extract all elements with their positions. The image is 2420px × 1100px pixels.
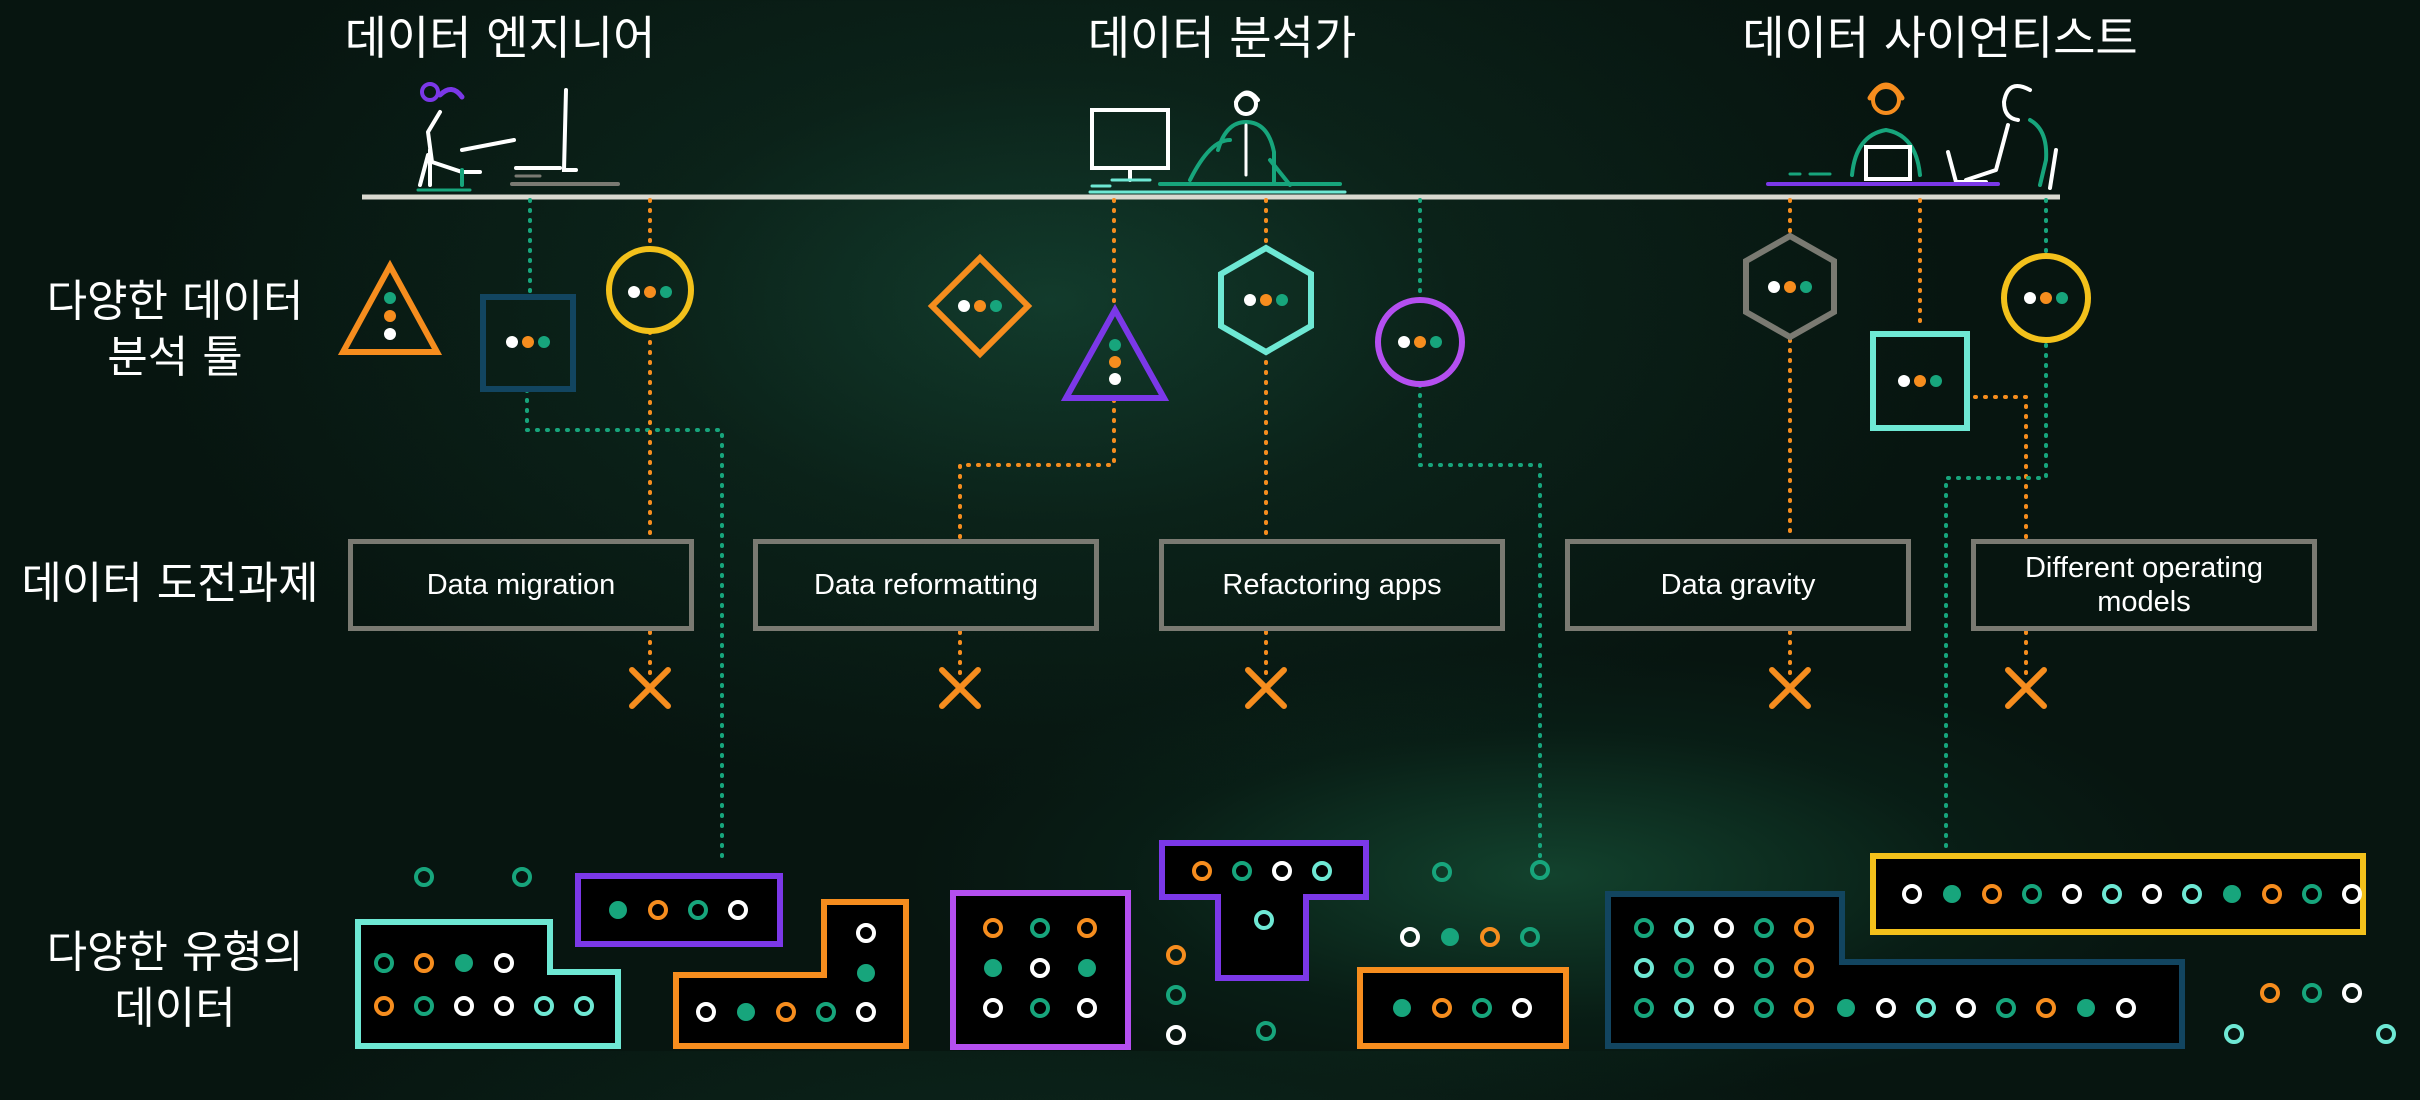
challenge-data-migration: Data migration (348, 539, 694, 631)
monitor-icon (1092, 110, 1168, 186)
x-mark-icon (1772, 670, 1808, 706)
circle-tool-icon (1378, 300, 1462, 384)
x-mark-icon (2008, 670, 2044, 706)
triangle-tool-icon (1066, 310, 1164, 398)
data-block-icon (1360, 970, 1566, 1046)
triangle-tool-icon (343, 266, 437, 352)
x-mark-icon (1248, 670, 1284, 706)
challenge-refactoring-apps: Refactoring apps (1159, 539, 1505, 631)
x-mark-icon (942, 670, 978, 706)
role-data-scientist: 데이터 사이언티스트 (1742, 2, 2138, 68)
hexagon-tool-icon (1221, 248, 1311, 352)
row-label-tools: 다양한 데이터 분석 툴 (30, 274, 320, 386)
laptop-icon (1768, 147, 1998, 184)
row-label-challenges: 데이터 도전과제 (10, 556, 330, 612)
square-tool-icon (1873, 334, 1967, 428)
diamond-tool-icon (932, 258, 1028, 354)
role-data-engineer: 데이터 엔지니어 (345, 2, 656, 68)
circle-tool-icon (609, 249, 691, 331)
challenge-data-gravity: Data gravity (1565, 539, 1911, 631)
desktop-computer-icon (512, 90, 618, 184)
role-data-analyst: 데이터 분석가 (1088, 2, 1357, 68)
x-mark-icon (632, 670, 668, 706)
row-label-data-types: 다양한 유형의 데이터 (30, 925, 320, 1037)
engineer-figure-icon (418, 84, 514, 190)
challenge-data-reformatting: Data reformatting (753, 539, 1099, 631)
circle-tool-icon (2004, 256, 2088, 340)
square-tool-icon (483, 297, 573, 389)
data-block-icon (953, 893, 1128, 1047)
challenge-different-operating-models: Different operating models (1971, 539, 2317, 631)
data-block-icon (578, 876, 780, 944)
hexagon-tool-icon (1746, 236, 1834, 337)
data-challenges-diagram (0, 0, 2420, 1051)
